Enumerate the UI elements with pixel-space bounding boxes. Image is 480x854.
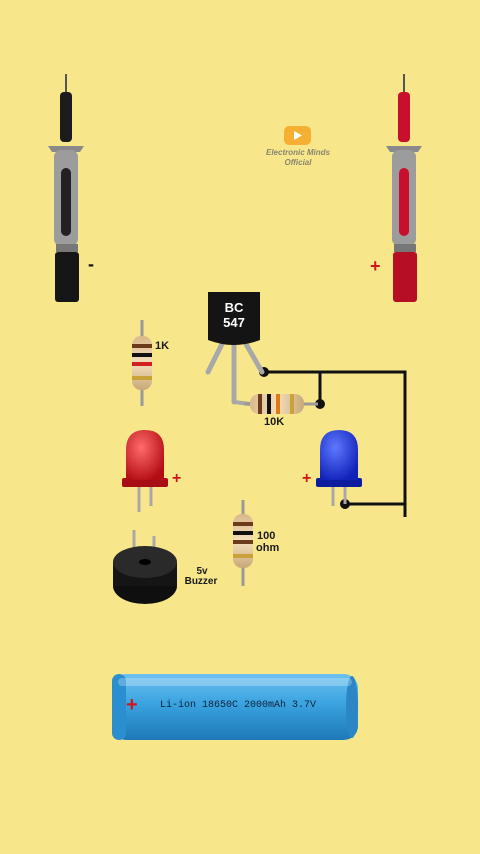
red-probe (386, 74, 422, 302)
blue-led-sign: + (302, 470, 312, 487)
transistor-bc547 (205, 292, 265, 406)
channel-name: Electronic Minds (265, 148, 330, 157)
junction (315, 399, 325, 409)
negative-sign: - (88, 254, 94, 274)
transistor-label: BC (224, 300, 244, 315)
resistor-1k (132, 320, 152, 406)
red-led-sign: + (172, 470, 182, 487)
buzzer (113, 530, 177, 604)
channel-sub: Official (284, 158, 312, 167)
buzzer-label: 5v (196, 566, 208, 577)
resistor-1k-label: 1K (155, 340, 170, 352)
resistor-100-ohm (233, 500, 253, 586)
blue-led (316, 430, 362, 506)
resistor-100-unit: ohm (256, 542, 280, 554)
battery (112, 674, 358, 740)
positive-sign: + (370, 256, 381, 276)
battery-label: Li-ion 18650C 2000mAh 3.7V (160, 700, 317, 711)
buzzer-label: Buzzer (184, 576, 218, 587)
resistor-10k (244, 394, 318, 414)
resistor-10k-label: 10K (264, 416, 285, 428)
resistor-100-label: 100 (257, 530, 276, 542)
red-led (122, 430, 168, 512)
wire-right (264, 370, 407, 517)
battery-sign: + (126, 694, 138, 716)
transistor-label: 547 (223, 315, 245, 330)
play-icon (284, 126, 311, 145)
black-probe (48, 74, 84, 302)
